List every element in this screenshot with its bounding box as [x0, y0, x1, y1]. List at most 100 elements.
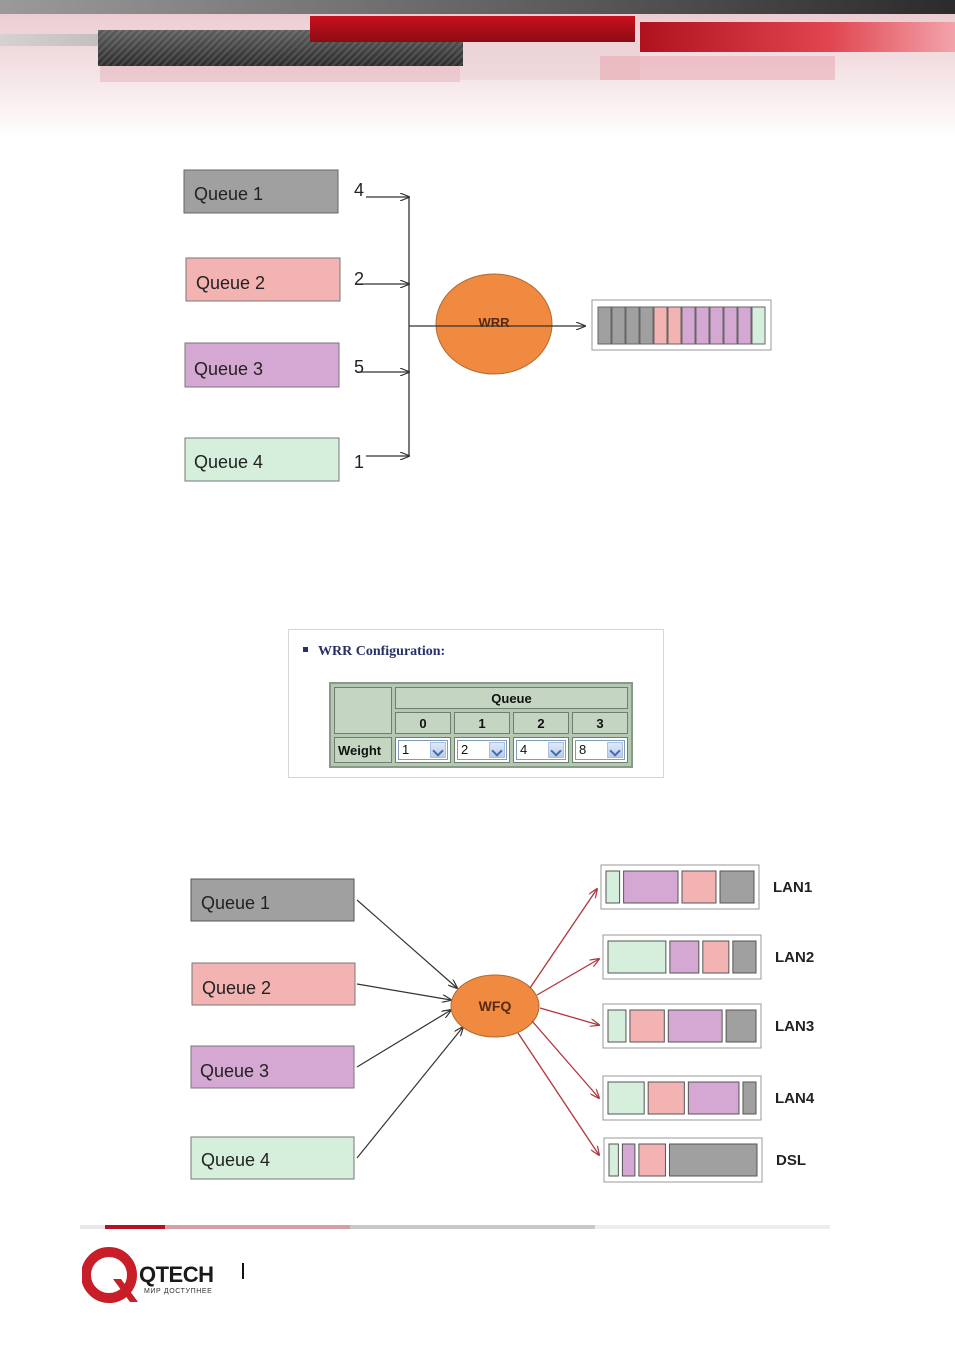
weight-cell: 8 — [572, 737, 628, 763]
weight-cell: 2 — [454, 737, 510, 763]
weight-cell: 1 — [395, 737, 451, 763]
wfq-output-block — [609, 1144, 618, 1176]
wfq-output-block — [670, 941, 699, 973]
wrr-diagram: Queue 1 Queue 2 Queue 3 Queue 4 4 2 5 1 … — [180, 165, 780, 490]
wrr-output-slot — [738, 307, 751, 344]
wrr-scheduler: WRR — [436, 274, 552, 374]
wrr-output-slot — [668, 307, 681, 344]
wfq-queue-4-label: Queue 4 — [201, 1150, 270, 1170]
wfq-output-block — [743, 1082, 756, 1114]
wfq-output-label: LAN2 — [775, 949, 814, 966]
chevron-down-icon[interactable] — [607, 742, 623, 758]
wfq-diagram: Queue 1 Queue 2 Queue 3 Queue 4 WFQ LAN1… — [185, 855, 825, 1190]
wrr-weight-3: 5 — [354, 357, 364, 377]
qtech-logo-icon — [82, 1246, 138, 1306]
wrr-output-slot — [612, 307, 625, 344]
wfq-output-label: DSL — [776, 1152, 806, 1169]
wrr-weight-2: 2 — [354, 269, 364, 289]
wfq-output-block — [669, 1144, 757, 1176]
weight-select-value: 1 — [402, 742, 409, 757]
wfq-output-block — [624, 871, 678, 903]
table-corner-cell — [334, 687, 392, 734]
wfq-output-block — [688, 1082, 739, 1114]
wfq-output-block — [720, 871, 754, 903]
brand-name: QTECH — [139, 1262, 214, 1288]
wfq-queue-3: Queue 3 — [191, 1046, 354, 1088]
wfq-queue-2-label: Queue 2 — [202, 978, 271, 998]
wrr-queue-1-label: Queue 1 — [194, 184, 263, 204]
weight-select-value: 8 — [579, 742, 586, 757]
wrr-queue-3: Queue 3 — [185, 343, 339, 387]
weight-select-queue-1[interactable]: 2 — [457, 740, 507, 760]
weight-select-value: 2 — [461, 742, 468, 757]
wrr-output-slot — [752, 307, 765, 344]
wrr-config-title-text: WRR Configuration: — [318, 644, 445, 659]
header-stripe — [600, 56, 835, 80]
wfq-output-block — [630, 1010, 664, 1042]
wrr-output-slot — [710, 307, 723, 344]
chevron-down-icon[interactable] — [430, 742, 446, 758]
wfq-output-lan3: LAN3 — [603, 1004, 814, 1048]
weight-select-queue-2[interactable]: 4 — [516, 740, 566, 760]
weight-select-value: 4 — [520, 742, 527, 757]
header-stripe — [640, 22, 955, 52]
wrr-output-slot — [654, 307, 667, 344]
logo-separator — [242, 1263, 244, 1279]
footer-divider — [80, 1225, 830, 1229]
wfq-output-block — [648, 1082, 684, 1114]
weight-select-queue-3[interactable]: 8 — [575, 740, 625, 760]
wrr-output-slot — [640, 307, 653, 344]
wfq-output-block — [608, 1082, 644, 1114]
wrr-config-table: Queue 0 1 2 3 Weight 1 2 — [329, 682, 633, 768]
chevron-down-icon[interactable] — [548, 742, 564, 758]
wrr-output-buffer — [592, 300, 771, 350]
brand-slogan: МИР ДОСТУПНЕЕ — [144, 1288, 212, 1295]
wfq-output-lan1: LAN1 — [601, 865, 812, 909]
table-row: Weight 1 2 4 8 — [334, 737, 628, 763]
wrr-queue-1: Queue 1 — [184, 170, 338, 213]
wrr-output-slot — [598, 307, 611, 344]
wrr-weight-4: 1 — [354, 452, 364, 472]
wfq-scheduler-label: WFQ — [479, 998, 512, 1014]
bullet-icon — [303, 647, 308, 652]
table-row: Queue — [334, 687, 628, 709]
queue-number-1: 1 — [454, 712, 510, 734]
wrr-queue-2: Queue 2 — [186, 258, 340, 301]
wfq-output-block — [703, 941, 729, 973]
wfq-queue-1-label: Queue 1 — [201, 893, 270, 913]
weight-label: Weight — [334, 737, 392, 763]
wrr-output-slot — [626, 307, 639, 344]
wfq-output-label: LAN3 — [775, 1018, 814, 1035]
wfq-output-block — [608, 941, 666, 973]
wrr-output-slot — [696, 307, 709, 344]
wfq-output-block — [733, 941, 756, 973]
wfq-output-block — [668, 1010, 722, 1042]
wfq-output-block — [622, 1144, 635, 1176]
chevron-down-icon[interactable] — [489, 742, 505, 758]
wrr-weight-1: 4 — [354, 180, 364, 200]
header-stripe — [0, 0, 955, 14]
header-stripe — [310, 16, 635, 42]
wrr-config-title: WRR Configuration: — [303, 644, 445, 660]
wrr-config-panel: WRR Configuration: Queue 0 1 2 3 Weight … — [288, 629, 664, 778]
wfq-output-dsl: DSL — [604, 1138, 806, 1182]
wfq-output-lan2: LAN2 — [603, 935, 814, 979]
wfq-output-block — [682, 871, 716, 903]
wrr-queue-4-label: Queue 4 — [194, 452, 263, 472]
weight-select-queue-0[interactable]: 1 — [398, 740, 448, 760]
wrr-output-slot — [682, 307, 695, 344]
wfq-output-block — [606, 871, 620, 903]
wfq-queue-1: Queue 1 — [191, 879, 354, 921]
wfq-queue-4: Queue 4 — [191, 1137, 354, 1179]
header-stripe — [100, 64, 460, 82]
wfq-queue-2: Queue 2 — [192, 963, 355, 1005]
queue-number-0: 0 — [395, 712, 451, 734]
wrr-output-slot — [724, 307, 737, 344]
weight-cell: 4 — [513, 737, 569, 763]
queue-number-2: 2 — [513, 712, 569, 734]
wrr-queue-4: Queue 4 — [185, 438, 339, 481]
wrr-queue-2-label: Queue 2 — [196, 273, 265, 293]
wfq-output-block — [639, 1144, 666, 1176]
wfq-output-lan4: LAN4 — [603, 1076, 815, 1120]
